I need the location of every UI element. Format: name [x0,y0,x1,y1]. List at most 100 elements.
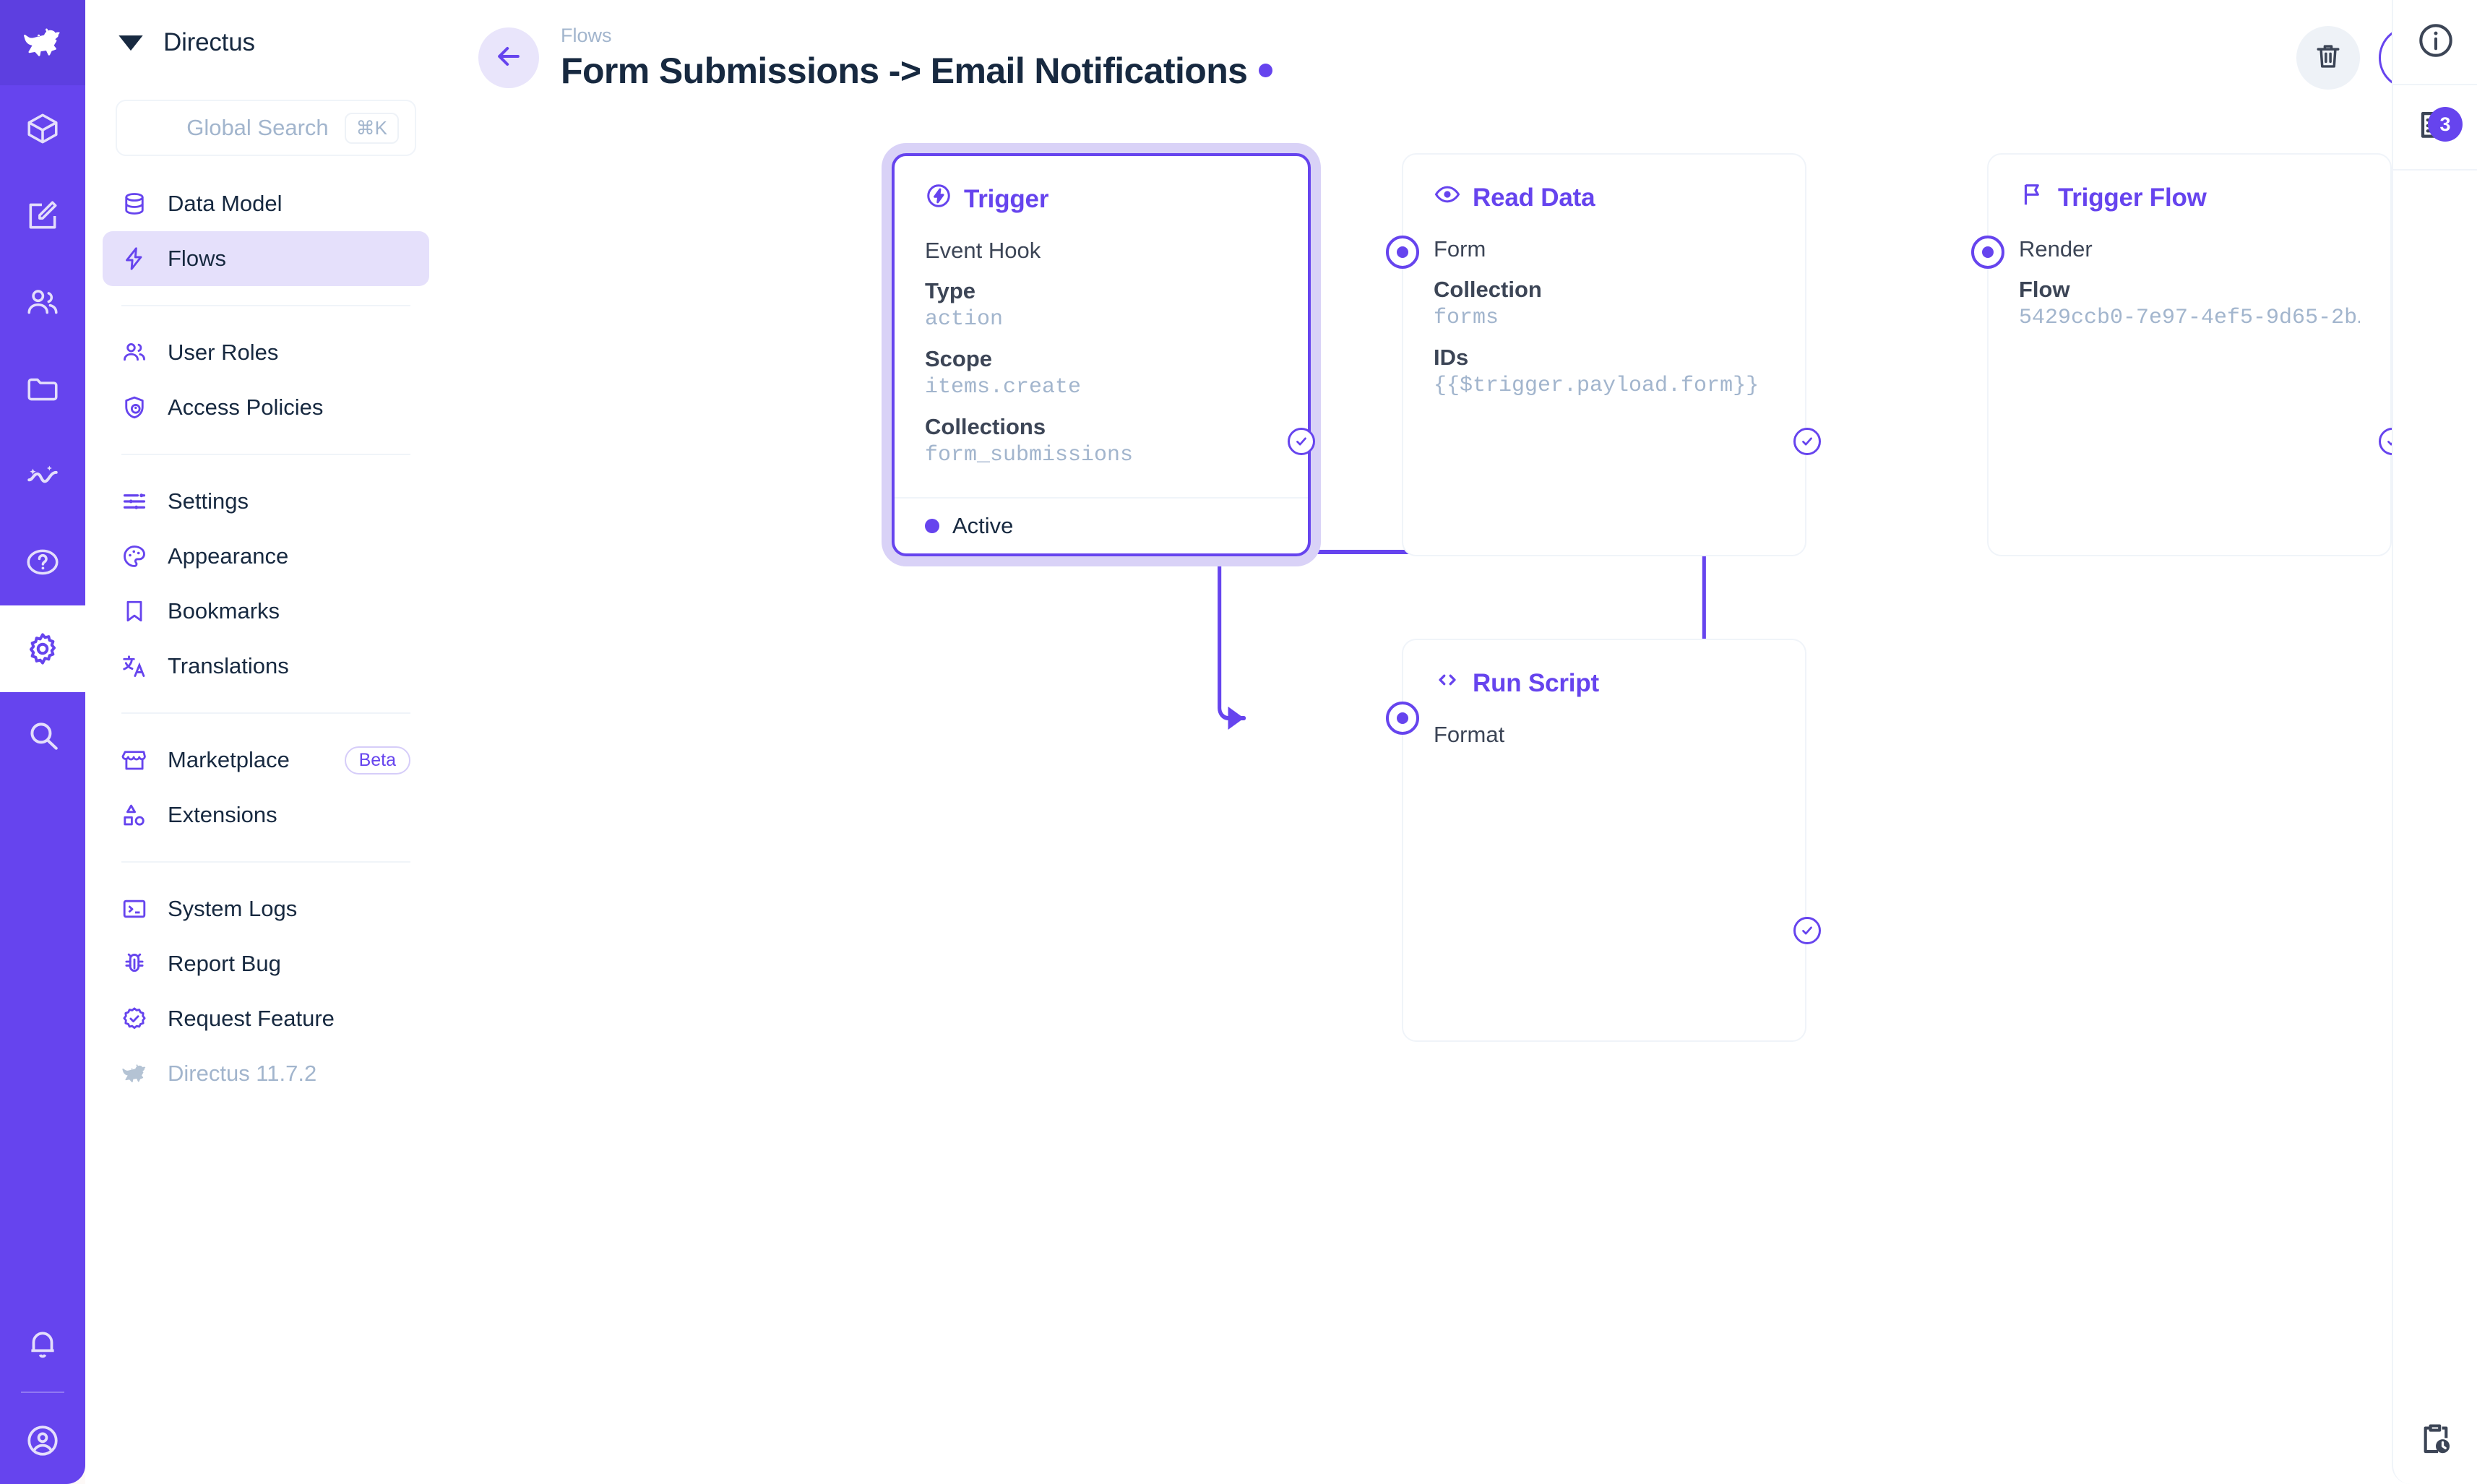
field-value: items.create [925,375,1082,400]
navigation-sidebar: Directus Global Search ⌘K Data Model Flo… [85,0,447,1484]
field-label: Collections [925,414,1046,439]
node-subtitle: Form [1434,236,1486,262]
node-body: Render Flow 5429ccb0-7e97-4ef5-9d65-2b… [1989,215,2390,330]
sidebar-item-version: Directus 11.7.2 [103,1046,429,1101]
sidebar-item-label: Settings [168,488,249,514]
rail-item-account[interactable] [0,1397,85,1484]
sidebar-item-flows[interactable]: Flows [103,231,429,286]
search-shortcut: ⌘K [344,112,399,144]
sidebar-item-access-policies[interactable]: Access Policies [103,380,429,435]
sidebar-item-label: System Logs [168,896,298,921]
flow-node-trigger-flow-render[interactable]: Trigger Flow Render Flow 5429ccb0-7e97-4… [1987,153,2392,556]
node-subtitle: Event Hook [925,238,1041,263]
rail-item-docs[interactable] [0,519,85,605]
trash-icon [2312,40,2344,76]
node-subtitle: Render [2019,236,2093,262]
analytics-icon [25,457,61,493]
rail-item-content[interactable] [0,85,85,172]
back-button[interactable] [478,27,539,88]
field-value: forms [1434,306,1499,330]
node-subtitle: Format [1434,722,1505,747]
page-title-text: Form Submissions -> Email Notifications [561,50,1248,91]
flow-node-run-script[interactable]: Run Script Format [1402,639,1806,1042]
flow-canvas[interactable]: Trigger Event Hook Type action Scope ite… [447,116,2477,1484]
rail-item-insights[interactable] [0,432,85,519]
node-status: Active [895,497,1308,553]
rail-item-editor[interactable] [0,172,85,259]
people-icon [25,284,61,320]
rail-item-notifications[interactable] [0,1300,85,1387]
rail-logo[interactable] [0,0,85,85]
node-heading: Run Script [1473,668,1599,697]
project-logo-icon [116,26,146,60]
sidebar-item-bookmarks[interactable]: Bookmarks [103,584,429,639]
field-label: Type [925,278,976,303]
flow-history-button[interactable] [2393,1399,2477,1484]
sidebar-item-marketplace[interactable]: Marketplace Beta [103,733,429,788]
code-icon [1434,666,1461,700]
flag-icon [2019,181,2046,215]
sidebar-groups: Data Model Flows User Roles Acc [85,156,447,1101]
logs-badge: 3 [2428,107,2463,142]
gear-icon [25,631,61,667]
port-trigger-resolve[interactable] [1288,428,1315,455]
sidebar-item-label: Marketplace [168,747,290,772]
node-status-label: Active [952,513,1014,538]
sidebar-item-appearance[interactable]: Appearance [103,529,429,584]
terminal-icon [121,896,147,922]
delete-flow-button[interactable] [2296,26,2360,90]
rail-item-users[interactable] [0,259,85,345]
port-run-script-input[interactable] [1386,702,1419,735]
global-search-input[interactable]: Global Search ⌘K [116,100,416,156]
storefront-icon [121,747,147,773]
rail-item-files[interactable] [0,345,85,432]
magnifier-icon [25,717,61,754]
edit-square-icon [25,197,61,233]
node-heading: Trigger Flow [2058,183,2207,212]
sidebar-item-settings[interactable]: Settings [103,474,429,529]
port-run-script-resolve[interactable] [1793,917,1821,944]
flow-node-trigger[interactable]: Trigger Event Hook Type action Scope ite… [892,153,1311,556]
node-header: Trigger [895,156,1308,216]
help-circle-icon [25,544,61,580]
info-button[interactable] [2393,0,2477,85]
sidebar-item-extensions[interactable]: Extensions [103,788,429,842]
breadcrumb-title-block: Flows Form Submissions -> Email Notifica… [561,24,1273,92]
sidebar-item-user-roles[interactable]: User Roles [103,325,429,380]
field-value: form_submissions [925,443,1134,467]
breadcrumb[interactable]: Flows [561,24,612,46]
node-header: Read Data [1403,155,1805,215]
port-render-input[interactable] [1971,236,2004,269]
account-circle-icon [25,1423,61,1459]
sidebar-item-system-logs[interactable]: System Logs [103,881,429,936]
sidebar-item-translations[interactable]: Translations [103,639,429,694]
right-dock: 3 [2392,0,2477,1484]
eye-icon [1434,181,1461,215]
marketplace-beta-badge: Beta [344,746,410,775]
field-label: Scope [925,346,993,371]
project-header[interactable]: Directus [85,0,447,85]
sidebar-item-request-feature[interactable]: Request Feature [103,991,429,1046]
box-icon [25,111,61,147]
folder-icon [25,371,61,407]
node-body: Format [1403,700,1805,748]
sidebar-item-report-bug[interactable]: Report Bug [103,936,429,991]
sidebar-item-label: Bookmarks [168,598,280,624]
module-rail [0,0,85,1484]
rail-item-settings[interactable] [0,605,85,692]
port-read-data-input[interactable] [1386,236,1419,269]
bookmark-icon [121,598,147,624]
sidebar-item-data-model[interactable]: Data Model [103,176,429,231]
field-label: Collection [1434,277,1542,302]
port-read-data-resolve[interactable] [1793,428,1821,455]
bolt-circle-icon [925,182,952,216]
flow-logs-button[interactable]: 3 [2393,85,2477,171]
sidebar-item-label: Report Bug [168,951,281,976]
field-value: action [925,307,1004,332]
rail-item-search[interactable] [0,692,85,779]
directus-rabbit-icon [121,1061,147,1087]
sidebar-item-label: Flows [168,246,226,271]
sidebar-divider [121,712,410,714]
flow-node-read-data[interactable]: Read Data Form Collection forms IDs {{$t… [1402,153,1806,556]
flow-status-dot [1259,64,1273,77]
